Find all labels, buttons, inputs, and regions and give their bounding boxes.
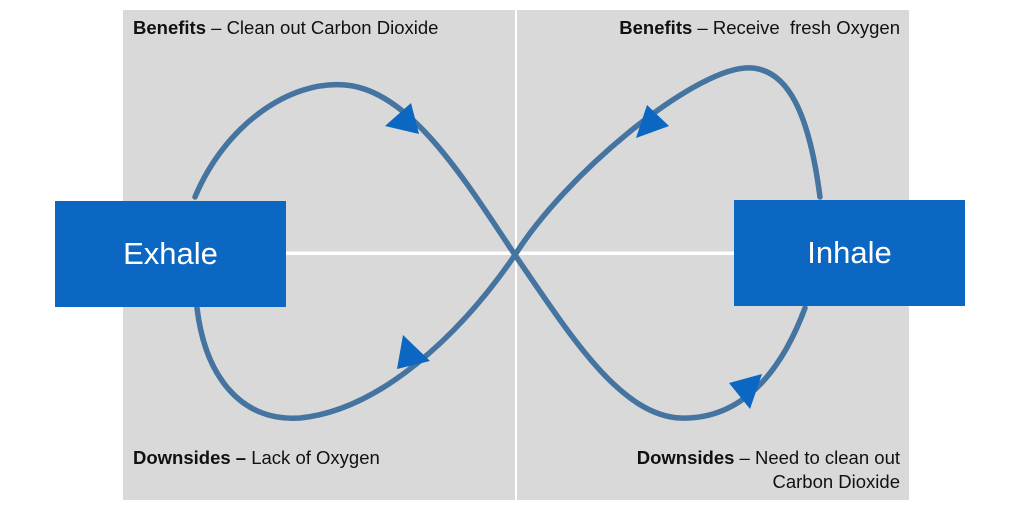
caption-text-line2: Carbon Dioxide [772,471,900,492]
caption-inhale-benefits: Benefits – Receive fresh Oxygen [619,16,900,40]
cycle-curve [192,65,823,421]
arrow-head-top-left [385,103,419,134]
caption-heading: Downsides [636,447,735,468]
caption-text: – Receive fresh Oxygen [692,17,900,38]
caption-heading: Benefits [133,17,206,38]
arrow-head-top-right [636,105,669,138]
exhale-label: Exhale [123,236,218,271]
caption-text: Lack of Oxygen [246,447,380,468]
arrow-head-bottom-right [729,374,762,409]
exhale-box: Exhale [55,201,286,307]
caption-text: – Clean out Carbon Dioxide [206,17,439,38]
arrow-head-bottom-left [397,335,430,369]
caption-text: – Need to clean out [734,447,900,468]
inhale-label: Inhale [807,235,892,270]
caption-heading: Benefits [619,17,693,38]
caption-exhale-benefits: Benefits – Clean out Carbon Dioxide [133,16,438,40]
caption-exhale-downsides: Downsides – Lack of Oxygen [133,446,380,470]
caption-inhale-downsides: Downsides – Need to clean out Carbon Dio… [637,446,900,494]
caption-heading: Downsides – [133,447,247,468]
inhale-box: Inhale [734,200,965,306]
